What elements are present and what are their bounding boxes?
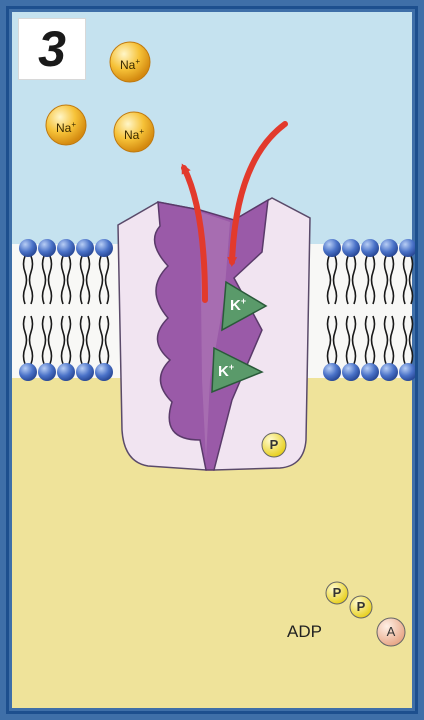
adenosine-label: A xyxy=(377,618,405,646)
phosphate-label: P xyxy=(263,434,285,456)
k-charge: + xyxy=(241,296,246,306)
k-symbol: K xyxy=(230,297,241,314)
k-charge: + xyxy=(229,362,234,372)
adp-label: ADP xyxy=(287,622,322,642)
lipid-head xyxy=(342,363,360,381)
na-symbol: Na xyxy=(56,121,71,135)
lipid-head xyxy=(380,239,398,257)
lipid-head xyxy=(76,363,94,381)
lipid-head xyxy=(323,363,341,381)
lipid-head xyxy=(38,239,56,257)
na-charge: + xyxy=(71,120,76,129)
lipid-head xyxy=(342,239,360,257)
na-charge: + xyxy=(135,57,140,66)
lipid-head xyxy=(19,239,37,257)
lipid-head xyxy=(19,363,37,381)
adp-phosphate-2-label: P xyxy=(350,596,372,618)
potassium-ion-lower-label: K+ xyxy=(218,362,234,380)
potassium-ion-upper-label: K+ xyxy=(230,296,246,314)
sodium-ion-2-label: Na+ xyxy=(46,105,86,148)
step-number-box: 3 xyxy=(18,18,86,80)
sodium-ion-3-label: Na+ xyxy=(114,112,154,155)
step-number: 3 xyxy=(19,19,85,79)
lipid-head xyxy=(399,239,417,257)
na-symbol: Na xyxy=(120,58,135,72)
na-charge: + xyxy=(139,127,144,136)
lipid-head xyxy=(380,363,398,381)
lipid-head xyxy=(57,239,75,257)
na-symbol: Na xyxy=(124,128,139,142)
adp-phosphate-1-label: P xyxy=(326,582,348,604)
lipid-head xyxy=(95,363,113,381)
lipid-head xyxy=(38,363,56,381)
sodium-ion-1-label: Na+ xyxy=(110,42,150,85)
sodium-potassium-pump xyxy=(118,198,310,470)
k-symbol: K xyxy=(218,363,229,380)
lipid-head xyxy=(76,239,94,257)
lipid-head xyxy=(361,363,379,381)
lipid-head xyxy=(95,239,113,257)
lipid-head xyxy=(361,239,379,257)
lipid-head xyxy=(399,363,417,381)
lipid-head xyxy=(323,239,341,257)
lipid-head xyxy=(57,363,75,381)
